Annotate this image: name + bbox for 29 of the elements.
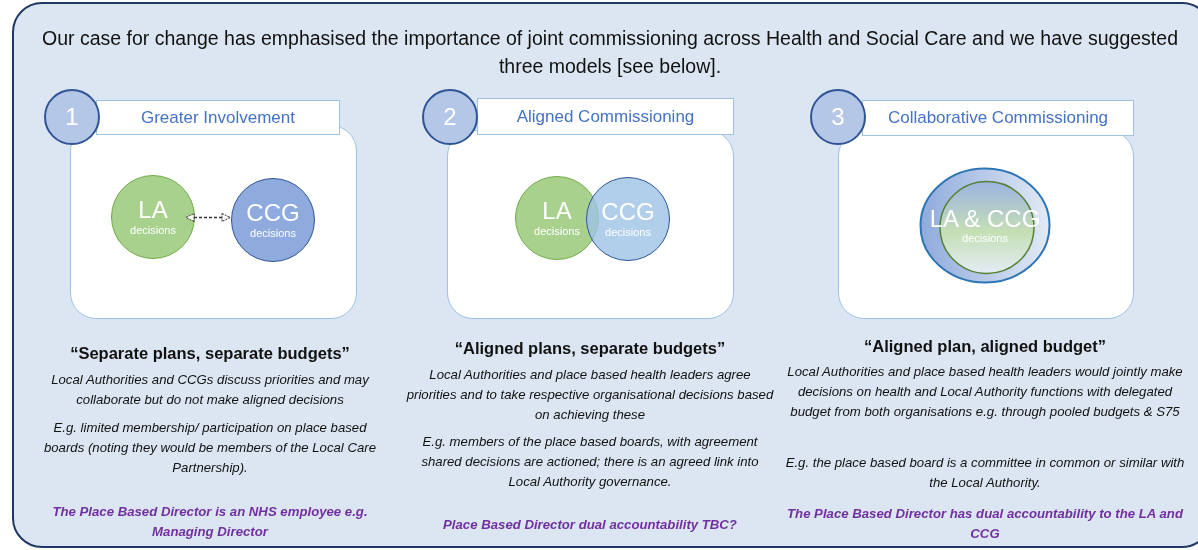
director-note: The Place Based Director is an NHS employee e.g. Managing Director — [51, 503, 369, 541]
description-text: E.g. members of the place based boards, with agreement shared decisions are actioned; there is an agreed link into Local Authority governance. — [420, 433, 760, 491]
circle-sublabel: decisions — [130, 223, 176, 237]
circle-label: CCG — [246, 200, 300, 227]
description-text: Local Authorities and CCGs discuss priorities and may collaborate but do not make aligned decisions — [50, 371, 371, 409]
circle-sublabel: decisions — [250, 226, 296, 240]
title-tab: Greater Involvement — [96, 100, 340, 135]
heading: Our case for change has emphasised the importance of joint commissioning across Health and Social Care and we have suggested three models [see below]. — [41, 26, 1179, 80]
circle-label: CCG — [601, 199, 655, 226]
card-box — [838, 130, 1134, 319]
circle-label: LA — [542, 198, 572, 225]
card-box — [70, 125, 357, 319]
circle-sublabel: decisions — [962, 232, 1008, 246]
card-box — [447, 130, 734, 319]
circle-sublabel: decisions — [605, 225, 651, 239]
director-note: The Place Based Director has dual accountability to the LA and CCG — [786, 505, 1185, 543]
circle-label: LA — [138, 197, 168, 224]
description-text: E.g. limited membership/ participation on place based boards (noting they would be members of the Local Care Partnership). — [42, 419, 378, 477]
director-note: Place Based Director dual accountability TBC? — [442, 516, 738, 534]
quote-heading: “Aligned plan, aligned budget” — [863, 336, 1107, 357]
circle-sublabel: decisions — [534, 224, 580, 238]
description-text: E.g. the place based board is a committee in common or similar with the Local Authority. — [785, 454, 1185, 492]
quote-heading: “Aligned plans, separate budgets” — [453, 338, 727, 359]
title-tab: Aligned Commissioning — [477, 98, 734, 135]
quote-heading: “Separate plans, separate budgets” — [69, 343, 351, 364]
description-text: Local Authorities and place based health leaders agree priorities and to take respective organisational decisions based on achieving these — [405, 366, 775, 424]
double-arrow — [185, 213, 231, 222]
description-text: Local Authorities and place based health leaders would jointly make decisions on health and Local Authority functions with delegated budget from both organisations e.g. through pooled budgets & S75 — [786, 363, 1184, 421]
title-tab: Collaborative Commissioning — [862, 100, 1134, 136]
